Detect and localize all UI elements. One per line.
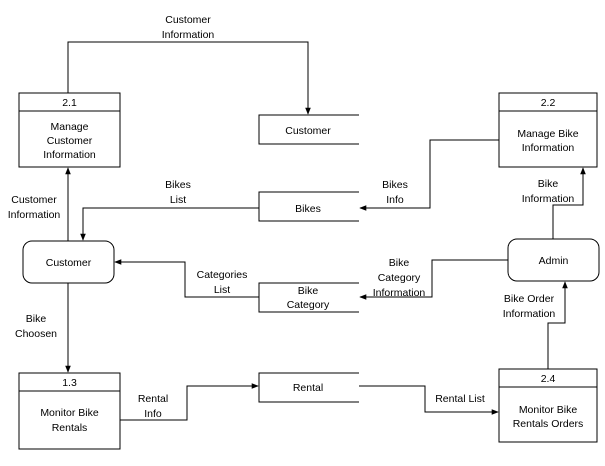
svg-text:Category: Category xyxy=(378,272,421,284)
process-2-1-id: 2.1 xyxy=(62,97,77,109)
store-rental-label: Rental xyxy=(293,382,323,394)
flow-arrow-rental-info xyxy=(120,383,259,421)
svg-text:Bikes: Bikes xyxy=(382,179,408,191)
process-1-3-id: 1.3 xyxy=(62,377,77,389)
process-1-3: 1.3 Monitor Bike Rentals xyxy=(18,372,121,450)
svg-text:Bike: Bike xyxy=(389,257,410,269)
flow-label-rental-info: Rental Info xyxy=(138,393,168,420)
store-bike-category-label-line1: Bike xyxy=(298,285,319,297)
process-1-3-label-line1: Monitor Bike xyxy=(40,407,99,419)
process-2-4-label-line2: Rentals Orders xyxy=(513,418,584,430)
svg-text:Choosen: Choosen xyxy=(15,328,57,340)
flow-label-bike-choosen: Bike Choosen xyxy=(15,313,57,340)
flow-label-customer-info-left: Customer Information xyxy=(8,194,61,221)
svg-text:Categories: Categories xyxy=(197,269,248,281)
svg-text:Info: Info xyxy=(386,194,404,206)
process-2-1: 2.1 Manage Customer Information xyxy=(18,92,121,168)
flow-label-customer-info-top: Customer Information xyxy=(162,14,215,41)
svg-text:Bike Order: Bike Order xyxy=(504,293,555,305)
flow-label-rental-list: Rental List xyxy=(435,393,485,405)
store-bikes: Bikes xyxy=(258,191,359,222)
flow-arrow-bike-information xyxy=(552,167,586,239)
flow-arrow-categories-list xyxy=(114,259,259,298)
store-rental: Rental xyxy=(258,372,359,403)
svg-text:List: List xyxy=(214,284,230,296)
svg-text:Rental List: Rental List xyxy=(435,393,485,405)
process-2-2-label-line2: Information xyxy=(522,142,575,154)
process-2-1-label-line1: Manage xyxy=(51,121,89,133)
process-2-4-label-line1: Monitor Bike xyxy=(519,404,578,416)
flow-label-bike-order-information: Bike Order Information xyxy=(503,293,556,320)
flow-label-bike-category-information: Bike Category Information xyxy=(373,257,426,299)
flow-label-bikes-info: Bikes Info xyxy=(382,179,408,206)
flow-label-bikes-list: Bikes List xyxy=(165,179,191,206)
store-bike-category-label-line2: Category xyxy=(287,299,330,311)
process-2-4: 2.4 Monitor Bike Rentals Orders xyxy=(498,368,598,443)
svg-text:Rental: Rental xyxy=(138,393,168,405)
entity-admin: Admin xyxy=(507,238,600,282)
flow-arrow-bikes-info xyxy=(359,139,499,211)
svg-text:Customer: Customer xyxy=(165,14,211,26)
svg-text:Bikes: Bikes xyxy=(165,179,191,191)
svg-text:Info: Info xyxy=(144,408,162,420)
svg-text:Information: Information xyxy=(162,29,215,41)
entity-customer: Customer xyxy=(22,240,115,284)
entity-admin-label: Admin xyxy=(539,255,569,267)
process-2-2-id: 2.2 xyxy=(541,97,556,109)
flow-arrow-rental-list xyxy=(359,385,499,415)
svg-text:Information: Information xyxy=(503,308,556,320)
flow-arrow-customer-info-top xyxy=(67,41,311,115)
flow-label-bike-information: Bike Information xyxy=(522,178,575,205)
svg-text:Bike: Bike xyxy=(538,178,559,190)
store-customer-label: Customer xyxy=(285,125,331,137)
flow-arrow-bike-order-information xyxy=(547,281,568,369)
process-2-1-label-line2: Customer xyxy=(47,135,93,147)
svg-text:Information: Information xyxy=(373,287,426,299)
svg-text:Customer: Customer xyxy=(11,194,57,206)
process-2-2: 2.2 Manage Bike Information xyxy=(498,92,598,168)
process-2-1-label-line3: Information xyxy=(43,149,96,161)
process-2-2-label-line1: Manage Bike xyxy=(517,128,578,140)
entity-customer-label: Customer xyxy=(46,257,92,269)
store-bike-category: Bike Category xyxy=(258,282,359,313)
process-1-3-label-line2: Rentals xyxy=(52,422,88,434)
flow-arrow-bike-category-information xyxy=(359,259,508,300)
store-customer: Customer xyxy=(258,114,359,145)
svg-text:List: List xyxy=(170,194,186,206)
svg-text:Bike: Bike xyxy=(26,313,47,325)
process-2-4-id: 2.4 xyxy=(541,373,556,385)
store-bikes-label: Bikes xyxy=(295,203,321,215)
svg-text:Information: Information xyxy=(522,193,575,205)
svg-text:Information: Information xyxy=(8,209,61,221)
flow-label-categories-list: Categories List xyxy=(197,269,248,296)
flow-arrow-bikes-list xyxy=(80,207,259,241)
